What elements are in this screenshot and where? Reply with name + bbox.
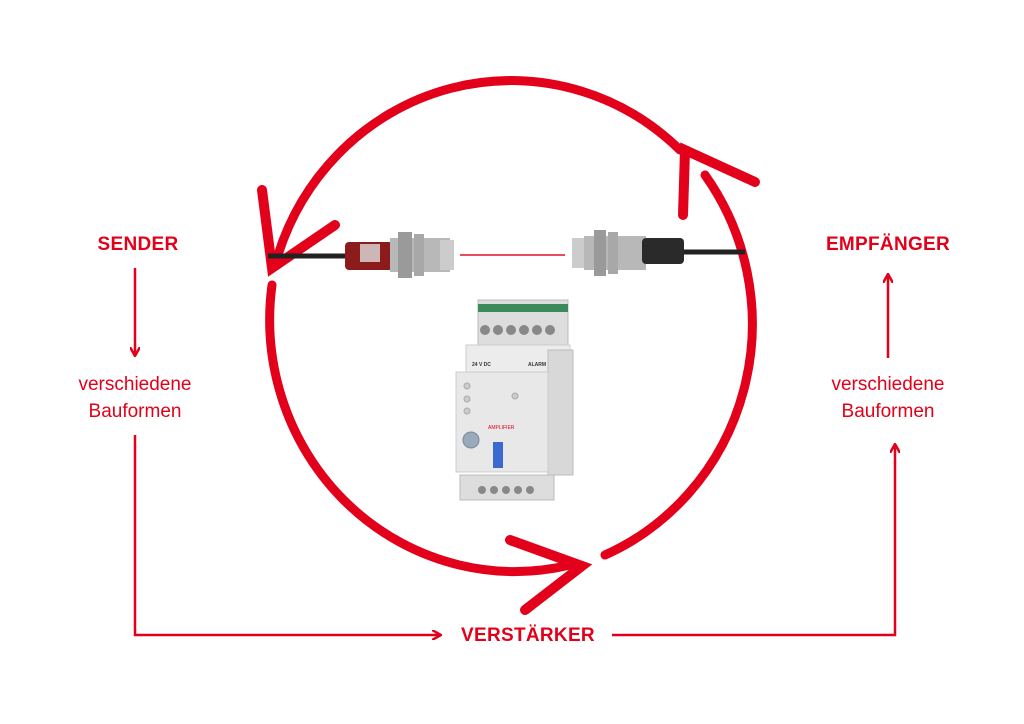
cycle-arrowhead-bottom xyxy=(505,535,593,615)
receiver-variants-line-1: verschiedene xyxy=(831,374,945,395)
sender-label: SENDER xyxy=(97,234,179,255)
device-alarm-label: ALARM xyxy=(528,362,546,368)
svg-text:AMPLIFIER: AMPLIFIER xyxy=(488,425,515,431)
cycle-arrowhead-top xyxy=(678,142,760,220)
receiver-sensor-image xyxy=(572,230,745,276)
receiver-variants-text: verschiedene Bauformen xyxy=(831,371,944,425)
receiver-variants-line-2: Bauformen xyxy=(841,401,935,422)
amplifier-label: VERSTÄRKER xyxy=(461,625,595,646)
cycle-arrowhead-left xyxy=(257,185,340,277)
receiver-label: EMPFÄNGER xyxy=(825,234,951,255)
sender-variants-text: verschiedene Bauformen xyxy=(78,371,191,425)
device-supply-label: 24 V DC xyxy=(472,362,491,368)
sender-to-amplifier-line xyxy=(133,435,440,635)
sender-sensor-image xyxy=(268,232,454,278)
sender-variants-line-1: verschiedene xyxy=(78,374,192,395)
cycle-arc-top xyxy=(273,76,685,260)
cycle-arc-right xyxy=(600,170,757,560)
sender-variants-line-2: Bauformen xyxy=(88,401,182,422)
amplifier-to-receiver-line xyxy=(612,445,895,637)
amplifier-device-image: AMPLIFIER 24 V DC ALARM xyxy=(455,299,574,501)
cycle-arc-left xyxy=(265,280,575,576)
